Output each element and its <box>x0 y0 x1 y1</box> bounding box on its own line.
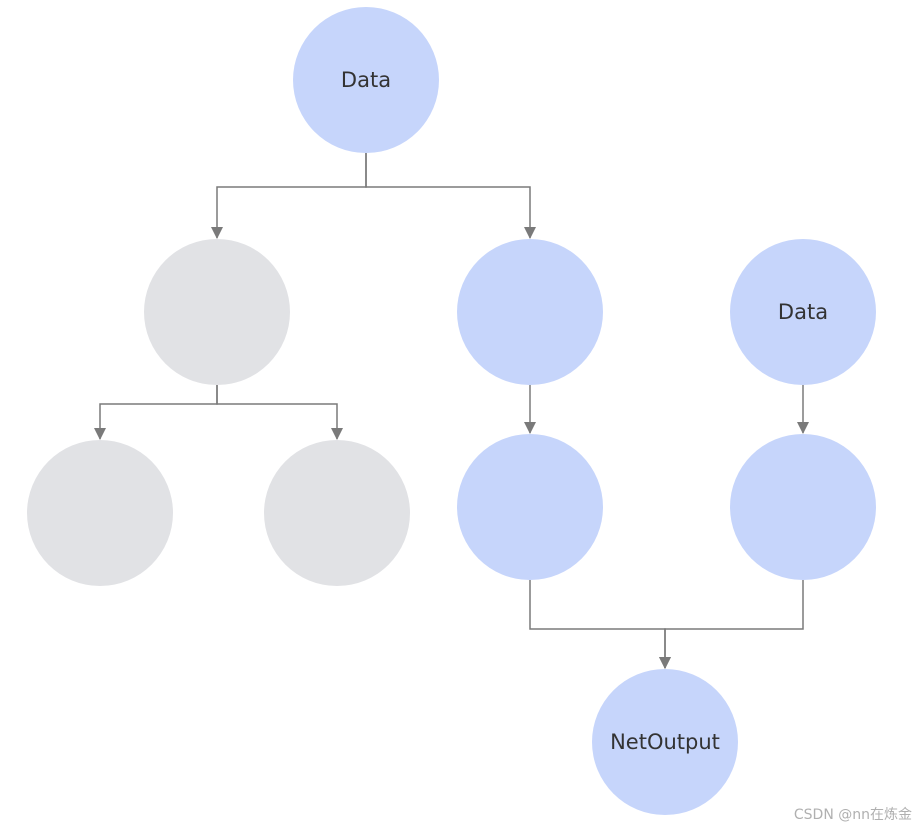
node-blue-mid <box>457 239 603 385</box>
node-blue-right-low-circle <box>730 434 876 580</box>
node-data-right-circle <box>730 239 876 385</box>
arrowhead-data-top-to-gray-mid <box>211 227 223 239</box>
edge-data-top-to-blue-mid <box>365 153 531 238</box>
edge-data-top-to-gray-mid <box>216 153 367 238</box>
node-data-top: Data <box>293 7 439 153</box>
arrowhead-data-top-to-blue-mid <box>524 227 536 239</box>
node-gray-right <box>264 440 410 586</box>
node-data-right-label: Data <box>778 300 828 324</box>
node-data-top-label: Data <box>341 68 391 92</box>
watermark-text: CSDN @nn在炼金 <box>793 807 912 823</box>
node-blue-low <box>457 434 603 580</box>
edge-gray-mid-to-gray-right <box>216 385 338 439</box>
node-data-top-circle <box>293 7 439 153</box>
node-blue-mid-circle <box>457 239 603 385</box>
node-blue-right-low <box>730 434 876 580</box>
arrowhead-gray-mid-to-gray-right <box>331 428 343 440</box>
edge-blue-right-low-to-netoutput <box>664 580 804 668</box>
arrowhead-data-right-to-blue-right-low <box>797 422 809 434</box>
node-data-right: Data <box>730 239 876 385</box>
node-gray-mid <box>144 239 290 385</box>
node-gray-left-circle <box>27 440 173 586</box>
node-blue-low-circle <box>457 434 603 580</box>
node-gray-right-circle <box>264 440 410 586</box>
arrowhead-blue-mid-to-blue-low <box>524 422 536 434</box>
edge-blue-low-to-netoutput <box>529 580 666 668</box>
node-netoutput: NetOutput <box>592 669 738 815</box>
node-netoutput-label: NetOutput <box>610 730 720 754</box>
arrowhead-gray-mid-to-gray-left <box>94 428 106 440</box>
arrowhead-blue-right-low-to-netoutput <box>659 657 671 669</box>
node-gray-left <box>27 440 173 586</box>
node-netoutput-circle <box>592 669 738 815</box>
edge-gray-mid-to-gray-left <box>99 385 218 439</box>
node-gray-mid-circle <box>144 239 290 385</box>
